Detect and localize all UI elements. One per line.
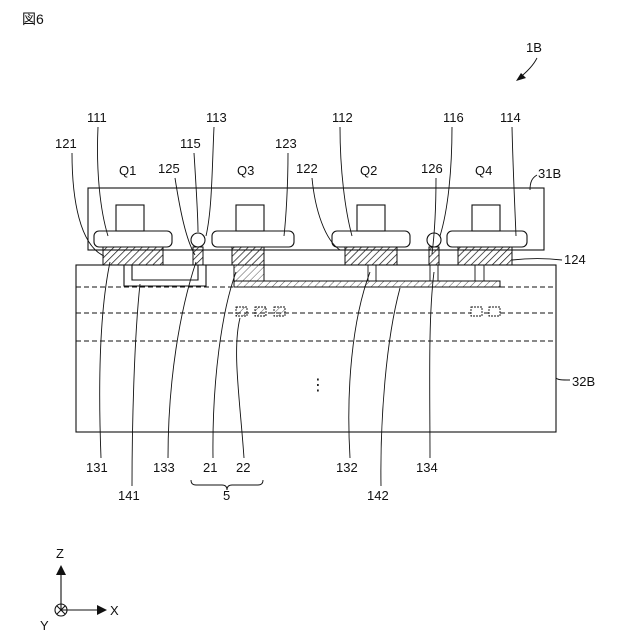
transistor-Q1 <box>94 205 172 265</box>
pad-125 <box>193 247 203 265</box>
pad-126 <box>429 247 439 265</box>
assembly-arrowhead <box>516 73 526 81</box>
label-124: 124 <box>564 252 586 267</box>
bottom-leader-lines <box>100 262 434 486</box>
assembly-label: 1B <box>526 40 542 55</box>
label-133: 133 <box>153 460 175 475</box>
ellipsis: ⋮ <box>310 377 326 394</box>
transistor-Q2 <box>332 205 410 265</box>
label-32B: 32B <box>572 374 595 389</box>
solder-ball-115 <box>191 233 205 247</box>
figure-label: 図6 <box>22 11 44 27</box>
label-111: 111 <box>87 110 107 125</box>
brace-5 <box>191 480 263 490</box>
label-132: 132 <box>336 460 358 475</box>
label-131: 131 <box>86 460 108 475</box>
label-123: 123 <box>275 136 297 151</box>
label-Q1: Q1 <box>119 163 136 178</box>
label-134: 134 <box>416 460 438 475</box>
axis-x-label: X <box>110 603 119 618</box>
wiring-141-inner <box>132 265 198 280</box>
axis-indicator <box>55 565 107 616</box>
via-21 <box>234 265 264 281</box>
label-Q2: Q2 <box>360 163 377 178</box>
transistor-Q3 <box>212 205 294 265</box>
label-113: 113 <box>206 110 227 125</box>
label-Q4: Q4 <box>475 163 492 178</box>
axis-z-label: Z <box>56 546 64 561</box>
label-Q3: Q3 <box>237 163 254 178</box>
label-5: 5 <box>223 488 230 503</box>
label-121: 121 <box>55 136 77 151</box>
label-112: 112 <box>332 110 353 125</box>
label-122: 122 <box>296 161 318 176</box>
label-116: 116 <box>443 110 464 125</box>
label-141: 141 <box>118 488 140 503</box>
label-142: 142 <box>367 488 389 503</box>
label-22: 22 <box>236 460 250 475</box>
label-21: 21 <box>203 460 217 475</box>
label-31B: 31B <box>538 166 561 181</box>
label-125: 125 <box>158 161 180 176</box>
label-114: 114 <box>500 110 521 125</box>
inner-pattern-5 <box>236 307 500 316</box>
label-126: 126 <box>421 161 443 176</box>
module-31B <box>88 188 544 250</box>
axis-y-label: Y <box>40 618 49 633</box>
label-115: 115 <box>180 136 201 151</box>
substrate-32B <box>76 265 556 432</box>
